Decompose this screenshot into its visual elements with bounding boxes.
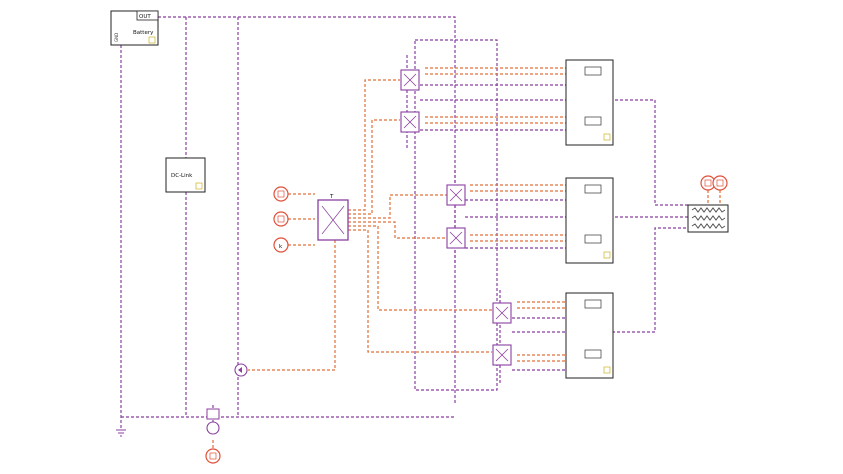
load-meter-2[interactable] bbox=[712, 175, 728, 191]
signal-wiring bbox=[212, 67, 721, 450]
switch-icon bbox=[449, 188, 463, 202]
rc-block-c[interactable] bbox=[565, 292, 614, 379]
source-k-label: k bbox=[279, 244, 283, 250]
source-2[interactable] bbox=[273, 211, 289, 227]
dclink-block[interactable]: DC-Link bbox=[165, 157, 206, 193]
switch-b-high[interactable] bbox=[446, 184, 466, 206]
source-2-icon bbox=[277, 215, 285, 223]
tag-icon bbox=[603, 366, 611, 374]
resistor-icon bbox=[584, 184, 602, 194]
tag-icon bbox=[603, 251, 611, 259]
sensor-arrow-icon bbox=[238, 367, 242, 373]
winding-icon bbox=[691, 223, 726, 229]
battery-block[interactable]: OUT Battery GND bbox=[110, 10, 159, 46]
power-wiring bbox=[120, 16, 690, 430]
switch-devices bbox=[400, 69, 512, 366]
scope-icon bbox=[209, 452, 217, 460]
meter-icon bbox=[716, 179, 724, 187]
rc-block-a[interactable] bbox=[565, 59, 614, 146]
winding-icon bbox=[691, 207, 726, 213]
source-1[interactable] bbox=[273, 186, 289, 202]
switch-a-high[interactable] bbox=[400, 69, 420, 91]
battery-label: Battery bbox=[133, 30, 154, 36]
source-k[interactable]: k bbox=[273, 237, 289, 253]
load-block[interactable] bbox=[687, 204, 729, 233]
battery-port-gnd: GND bbox=[114, 33, 119, 42]
scope-output[interactable] bbox=[205, 448, 221, 464]
winding-icon bbox=[691, 215, 726, 221]
controller-block[interactable]: T bbox=[317, 194, 349, 241]
battery-port-out: OUT bbox=[139, 14, 151, 20]
resistor-icon bbox=[584, 349, 602, 359]
ground-icon bbox=[116, 429, 126, 437]
rc-block-b[interactable] bbox=[565, 177, 614, 264]
current-meter[interactable] bbox=[206, 408, 220, 435]
meter-icon bbox=[704, 179, 712, 187]
switch-c-low[interactable] bbox=[492, 344, 512, 366]
switch-c-high[interactable] bbox=[492, 302, 512, 324]
dclink-tag-icon bbox=[195, 182, 203, 190]
source-1-icon bbox=[277, 190, 285, 198]
resistor-icon bbox=[584, 116, 602, 126]
resistor-icon bbox=[584, 234, 602, 244]
controller-symbol: T bbox=[329, 194, 334, 200]
resistor-icon bbox=[584, 66, 602, 76]
resistor-icon bbox=[584, 299, 602, 309]
switch-icon bbox=[495, 306, 509, 320]
rc-blocks bbox=[565, 59, 614, 379]
switch-icon bbox=[403, 73, 417, 87]
dclink-label: DC-Link bbox=[171, 173, 193, 179]
switch-icon bbox=[449, 231, 463, 245]
controller-cross-icon bbox=[321, 205, 345, 235]
switch-a-low[interactable] bbox=[400, 111, 420, 133]
current-sensor[interactable] bbox=[234, 363, 248, 377]
switch-icon bbox=[495, 348, 509, 362]
battery-tag-icon bbox=[148, 36, 156, 44]
switch-icon bbox=[403, 115, 417, 129]
tag-icon bbox=[603, 133, 611, 141]
switch-b-low[interactable] bbox=[446, 227, 466, 249]
load-meter-1[interactable] bbox=[700, 175, 716, 191]
